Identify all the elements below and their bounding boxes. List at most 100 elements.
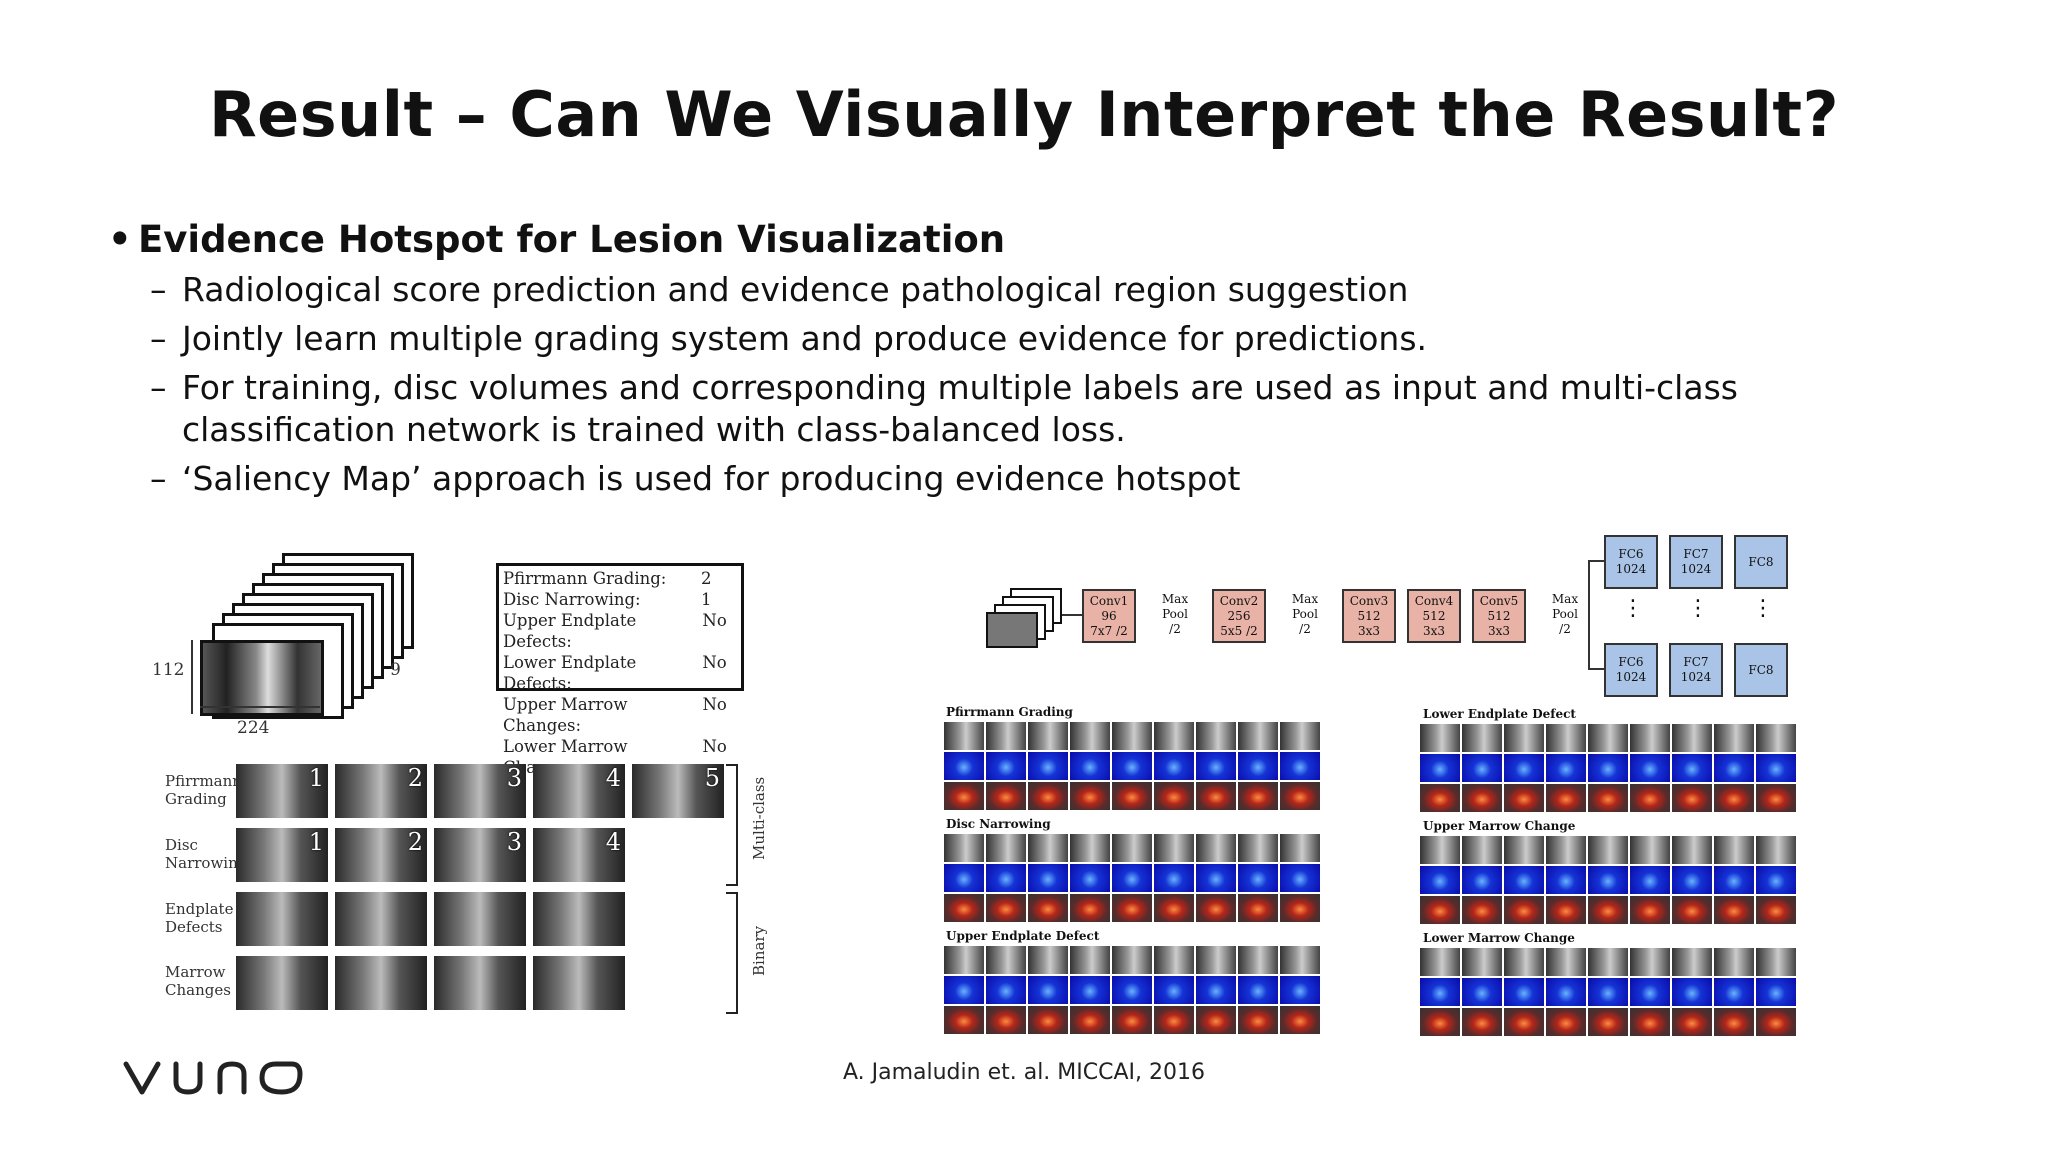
conv-name: Conv4 [1414, 593, 1454, 608]
vertical-dots: ⋮ [1752, 596, 1774, 621]
pool-line: Max [1291, 592, 1319, 606]
conv-size: 512 [1422, 608, 1446, 623]
grade-number: 2 [407, 764, 423, 792]
strip-overlay [1420, 896, 1796, 924]
grade-tile [236, 956, 328, 1010]
labels-box: Pfirrmann Grading:2 Disc Narrowing:1 Upp… [496, 563, 744, 777]
conv-size: 96 [1101, 608, 1117, 623]
strip-gray [944, 946, 1320, 974]
row-label-disc-narrowing: Disc Narrowing [165, 836, 248, 872]
label-key: Upper Endplate Defects: [503, 611, 637, 651]
fc8-bottom: FC8 [1734, 643, 1788, 697]
panel-title-disc-narrowing: Disc Narrowing [946, 817, 1051, 831]
dim-width: 224 [237, 718, 270, 738]
subpoint-text: Jointly learn multiple grading system an… [182, 319, 1428, 358]
conv-name: Conv2 [1219, 593, 1259, 608]
strip-saliency [944, 864, 1320, 892]
strip-overlay [944, 1006, 1320, 1034]
branch-line [1588, 560, 1590, 670]
grade-tile [434, 892, 526, 946]
fc-name: FC7 [1683, 655, 1709, 669]
grade-tile: 5 [632, 764, 724, 818]
subpoint-text: For training, disc volumes and correspon… [182, 368, 1738, 449]
grade-number: 3 [506, 828, 522, 856]
conv-kernel: 5x5 /2 [1220, 623, 1258, 638]
conv-size: 512 [1357, 608, 1381, 623]
branch-line [1588, 560, 1604, 562]
conv-size: 512 [1487, 608, 1511, 623]
grade-tile [434, 956, 526, 1010]
subpoint-3: –For training, disc volumes and correspo… [150, 368, 1738, 449]
strip-gray [944, 834, 1320, 862]
fc-name: FC8 [1748, 554, 1774, 569]
subpoint-text: ‘Saliency Map’ approach is used for prod… [182, 459, 1241, 498]
grade-number: 5 [704, 764, 720, 792]
vertical-dots: ⋮ [1687, 596, 1709, 621]
pool-line: Pool [1552, 607, 1578, 621]
input-slice [986, 612, 1038, 648]
conv-name: Conv5 [1479, 593, 1519, 608]
grade-tile [533, 956, 625, 1010]
strip-gray [1420, 836, 1796, 864]
subpoint-text: Radiological score prediction and eviden… [182, 270, 1409, 309]
label-key: Pfirrmann Grading: [503, 569, 667, 588]
fc-size: 1024 [1615, 670, 1647, 684]
strip-overlay [944, 894, 1320, 922]
conv-kernel: 3x3 [1422, 623, 1446, 638]
grade-number: 2 [407, 828, 423, 856]
grade-number: 3 [506, 764, 522, 792]
label-key: Disc Narrowing: [503, 590, 641, 609]
strip-gray [944, 722, 1320, 750]
citation: A. Jamaludin et. al. MICCAI, 2016 [0, 1060, 2048, 1085]
label-value: No [702, 653, 727, 672]
pool-line: /2 [1559, 622, 1571, 636]
label-value: 1 [701, 590, 712, 609]
grade-tile: 1 [236, 828, 328, 882]
grade-tile: 4 [533, 828, 625, 882]
subpoint-1: –Radiological score prediction and evide… [150, 270, 1409, 309]
grade-tile: 1 [236, 764, 328, 818]
row-label-endplate: Endplate Defects [165, 900, 234, 936]
fc-size: 1024 [1615, 562, 1647, 576]
dim-arrow-horizontal [200, 706, 320, 708]
fc-size: 1024 [1680, 670, 1712, 684]
panel-title-upper-marrow: Upper Marrow Change [1423, 819, 1576, 833]
conv-name: Conv1 [1089, 593, 1129, 608]
vuno-logo [122, 1058, 304, 1102]
grade-tile: 3 [434, 764, 526, 818]
mri-disc-image [200, 640, 324, 716]
pool-line: /2 [1299, 622, 1311, 636]
conv-size: 256 [1227, 608, 1251, 623]
branch-line [1588, 668, 1604, 670]
panel-title-pfirrmann: Pfirrmann Grading [946, 705, 1073, 719]
dim-height: 112 [152, 660, 185, 680]
dim-depth: 9 [390, 660, 401, 680]
label-key: Lower Endplate Defects: [503, 653, 637, 693]
strip-saliency [1420, 978, 1796, 1006]
brace-label-binary: Binary [750, 925, 768, 976]
strip-saliency [1420, 754, 1796, 782]
grade-tile [533, 892, 625, 946]
label-value: No [702, 737, 727, 756]
strip-overlay [1420, 1008, 1796, 1036]
citation-text: A. Jamaludin et. al. MICCAI, 2016 [842, 1060, 1206, 1085]
main-bullet-text: Evidence Hotspot for Lesion Visualizatio… [138, 218, 1006, 261]
fc-name: FC6 [1618, 655, 1644, 669]
vuno-logo-mark [123, 1061, 303, 1095]
label-value: No [702, 611, 727, 630]
grade-tile: 2 [335, 764, 427, 818]
strip-saliency [1420, 866, 1796, 894]
grade-tile [335, 956, 427, 1010]
subpoint-4: –‘Saliency Map’ approach is used for pro… [150, 459, 1241, 498]
pool-line: Pool [1162, 607, 1188, 621]
subpoint-2: –Jointly learn multiple grading system a… [150, 319, 1428, 358]
